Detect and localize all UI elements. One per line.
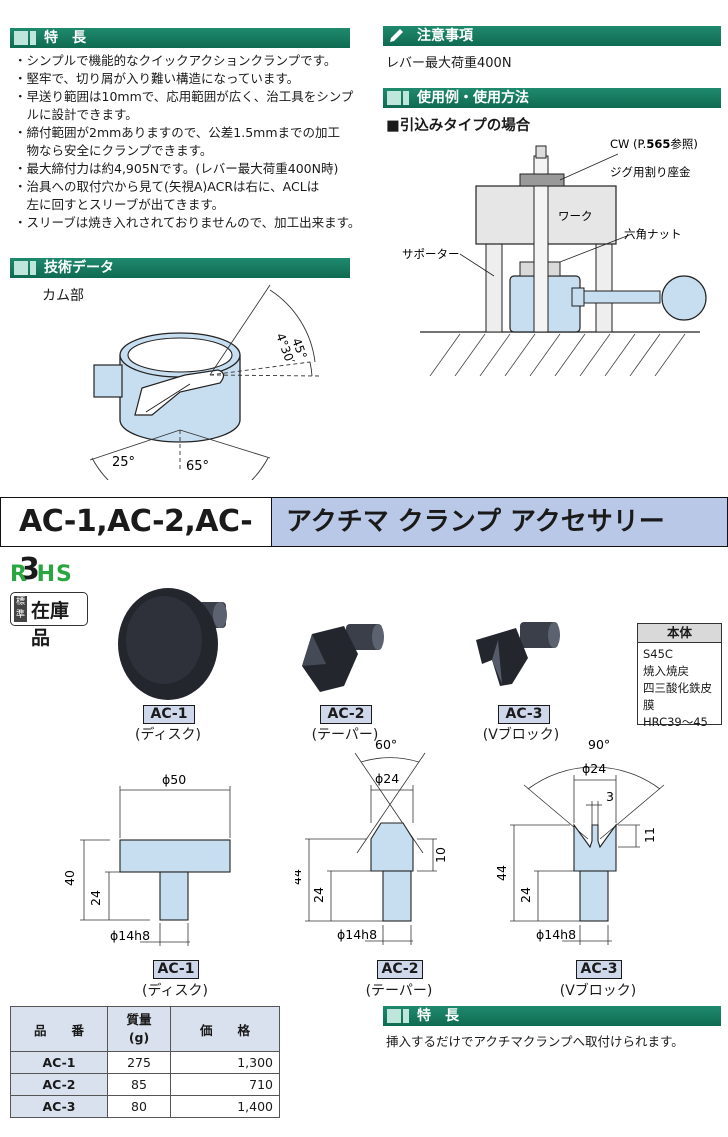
th-code: 品 番 [10, 1006, 108, 1052]
usage-heading: 使用例・使用方法 [383, 88, 721, 108]
th-price: 価 格 [170, 1006, 280, 1052]
part-desc-ac1: (ディスク) [135, 727, 201, 743]
features-list: ・シンプルで機能的なクイックアクションクランプです。 ・堅牢で、切り屑が入り難い… [14, 53, 361, 230]
label-washer: ジグ用割り座金 [610, 165, 691, 179]
table-row: AC-2 85 710 [10, 1073, 280, 1096]
photo-ac3 [476, 622, 560, 686]
banner-models: AC-1,AC-2,AC-3 [0, 497, 272, 587]
dim-ac1-shank: ϕ14h8 [110, 928, 150, 943]
dim-ac3-depth: 11 [642, 827, 657, 843]
drawing-desc-ac2: (テーパー) [365, 983, 433, 999]
dim-ac3-slot: 3 [606, 789, 614, 804]
label-cw: CW (P.565参照) [610, 137, 698, 151]
drawing-desc-ac3: (Vブロック) [559, 983, 637, 999]
table-row: AC-1 275 1,300 [10, 1051, 280, 1074]
photo-ac2 [302, 624, 384, 692]
dim-ac1-shank-h: 24 [88, 890, 103, 906]
pencil-icon [390, 29, 403, 42]
dim-ac2-shank: ϕ14h8 [337, 927, 377, 942]
spec-table: 品 番 質量(g) 価 格 AC-1 275 1,300 AC-2 85 710… [10, 1006, 280, 1118]
features2-heading: 特 長 [383, 1006, 721, 1026]
dim-ac3-angle: 90° [588, 737, 610, 752]
angle-65: 65° [186, 459, 209, 474]
usage-diagram: CW (P.565参照) ジグ用割り座金 ワーク 六角ナット サポーター [402, 137, 707, 376]
part-label-ac2: AC-2 [320, 705, 372, 724]
caution-heading: 注意事項 [383, 26, 721, 46]
drawing-ac1: ϕ50 40 24 ϕ14h8 [62, 772, 231, 946]
dim-ac3-shank: ϕ14h8 [536, 927, 576, 942]
drawing-label-ac2: AC-2 [377, 960, 423, 979]
drawing-ac2: 60° ϕ24 44 24 10 ϕ14h8 [295, 737, 448, 945]
dim-ac1-dia: ϕ50 [162, 772, 186, 787]
drawing-desc-ac1: (ディスク) [142, 983, 208, 999]
th-mass: 質量(g) [107, 1006, 171, 1052]
body-spec-box: 本体 S45C 焼入焼戻 四三酸化鉄皮膜 HRC39～45 [637, 623, 722, 729]
table-row: AC-3 80 1,400 [10, 1095, 280, 1118]
usage-subheading: ■引込みタイプの場合 [386, 118, 531, 134]
label-supporter: サポーター [402, 247, 460, 261]
part-desc-ac2: (テーパー) [311, 727, 379, 743]
features-heading: 特 長 [10, 28, 350, 48]
body-spec-title: 本体 [638, 624, 721, 643]
part-label-ac1: AC-1 [143, 705, 195, 724]
angle-4-30: 4°30′ [273, 331, 297, 366]
dim-ac2-tip: 10 [433, 847, 448, 863]
dim-ac3-h: 44 [494, 865, 509, 881]
tech-data-heading: 技術データ [10, 258, 350, 278]
drawing-label-ac3: AC-3 [576, 960, 622, 979]
stock-badge: 標準 在庫品 [10, 592, 88, 649]
dim-ac2-shank-h: 24 [311, 887, 326, 903]
dim-ac2-angle: 60° [375, 737, 397, 752]
part-desc-ac3: (Vブロック) [482, 727, 560, 743]
cam-label: カム部 [42, 288, 84, 304]
drawing-ac3: 90° ϕ24 3 11 44 24 ϕ14h8 [494, 737, 665, 945]
dim-ac2-h: 44 [295, 869, 304, 885]
photo-ac1 [118, 588, 227, 700]
label-nut: 六角ナット [624, 227, 682, 241]
dim-ac3-shank-h: 24 [518, 887, 533, 903]
drawing-label-ac1: AC-1 [153, 960, 199, 979]
banner: AC-1,AC-2,AC-3 アクチマ クランプ アクセサリー [0, 497, 728, 587]
dim-ac3-dia: ϕ24 [582, 761, 606, 776]
caution-text: レバー最大荷重400N [386, 56, 512, 71]
angle-45: 45° [289, 336, 309, 361]
rohs-badge: R HS [10, 562, 73, 587]
dim-ac2-dia: ϕ24 [375, 771, 399, 786]
label-work: ワーク [558, 209, 593, 223]
cam-diagram: 45° 4°30′ 25° 65° [89, 284, 321, 480]
part-label-ac3: AC-3 [498, 705, 550, 724]
dim-ac1-h: 40 [62, 870, 77, 886]
features2-text: 挿入するだけでアクチマクランプへ取付けられます。 [386, 1034, 684, 1049]
banner-title: アクチマ クランプ アクセサリー [272, 497, 728, 547]
angle-25: 25° [112, 455, 135, 470]
